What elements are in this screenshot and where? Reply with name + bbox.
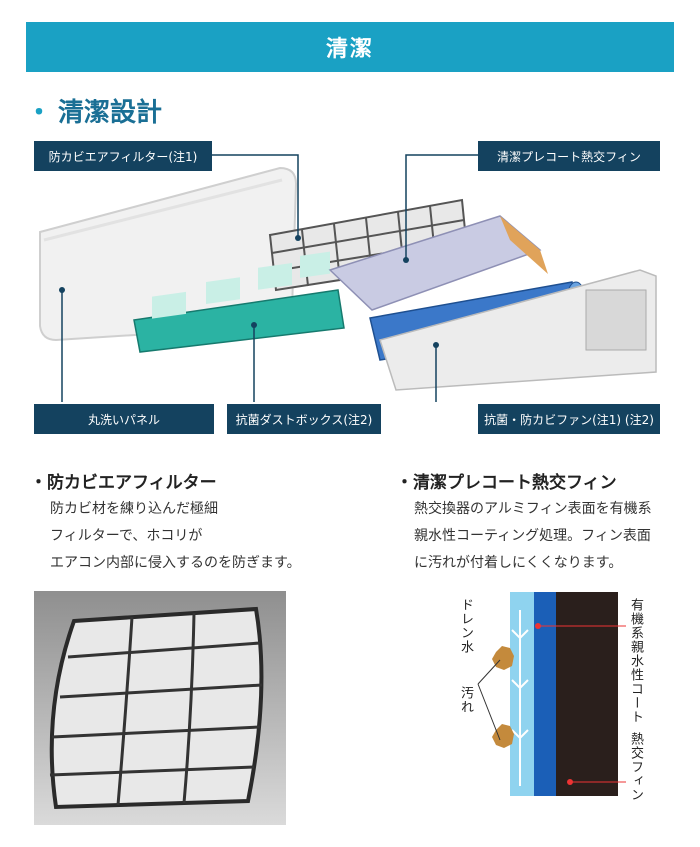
section-title: ・清潔設計: [26, 92, 162, 129]
aircon-illustration: [39, 154, 657, 402]
section-bullet: ・: [26, 98, 53, 128]
filter-line-2: フィルターで、ホコリが: [50, 528, 203, 544]
label-fan: 抗菌・防カビファン(注1) (注2): [478, 404, 660, 434]
dustbox-shape: [133, 251, 345, 353]
filter-line-1: 防カビ材を練り込んだ極細: [50, 501, 218, 517]
label-coat-text: 清潔プレコート熱交フィン: [497, 149, 641, 164]
drain-water-layer: [510, 592, 534, 796]
dirt-shapes: [492, 646, 514, 748]
filter-photo-svg: [34, 591, 286, 825]
coating-layer: [534, 592, 556, 796]
label-dustbox-text: 抗菌ダストボックス(注2): [235, 412, 373, 427]
fin-svg: [477, 592, 626, 796]
page-banner: 清潔: [26, 22, 674, 72]
label-filter: 防カビエアフィルター(注1): [34, 141, 212, 171]
filter-photo: [34, 591, 286, 825]
drain-label: ドレン水: [458, 598, 473, 654]
aircon-exploded-diagram: 防カビエアフィルター(注1) 清潔プレコート熱交フィン 丸洗いパネル 抗菌ダスト…: [0, 140, 700, 440]
coating-label: 有機系親水性コート: [628, 598, 643, 724]
banner-title: 清潔: [325, 37, 374, 62]
fin-cross-section: [448, 590, 658, 800]
label-filter-text: 防カビエアフィルター(注1): [48, 149, 198, 164]
coat-heading: ・清潔プレコート熱交フィン: [396, 473, 617, 493]
fin-layer: [556, 592, 618, 796]
label-dustbox: 抗菌ダストボックス(注2): [227, 404, 381, 434]
heat-exchanger-shape: [328, 215, 548, 311]
filter-line-3: エアコン内部に侵入するのを防ぎます。: [50, 555, 301, 571]
label-panel-text: 丸洗いパネル: [87, 412, 160, 427]
coat-line-3: に汚れが付着しにくくなります。: [414, 555, 623, 571]
back-unit-shape: [379, 269, 657, 391]
fin-label: 熱交フィン: [628, 732, 643, 802]
label-fan-text: 抗菌・防カビファン(注1) (注2): [484, 412, 654, 427]
coat-line-2: 親水性コーティング処理。フィン表面: [414, 528, 651, 544]
filter-heading: ・防カビエアフィルター: [30, 473, 217, 493]
leader-lines: [61, 154, 478, 402]
section-title-text: 清潔設計: [58, 98, 163, 128]
label-coat: 清潔プレコート熱交フィン: [478, 141, 660, 171]
coat-line-1: 熱交換器のアルミフィン表面を有機系: [414, 501, 652, 517]
dirt-label: 汚れ: [458, 686, 473, 714]
label-panel: 丸洗いパネル: [34, 404, 214, 434]
